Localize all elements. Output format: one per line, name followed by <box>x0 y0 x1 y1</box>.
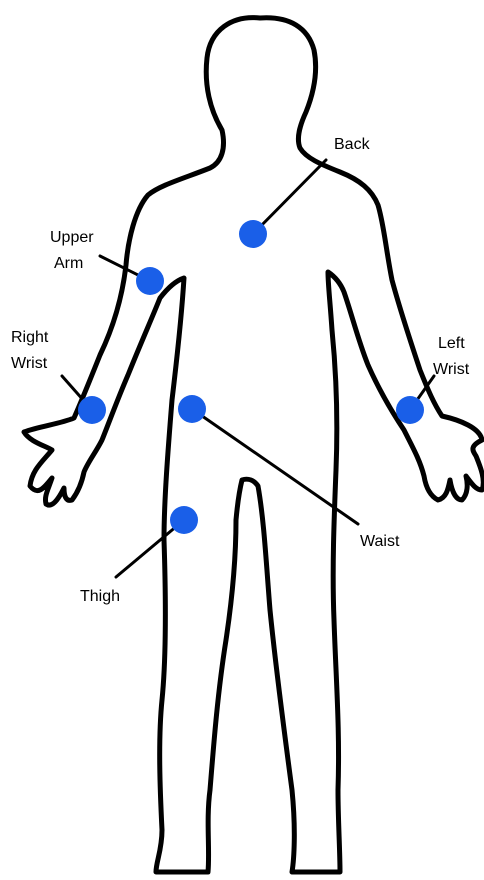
upper-arm-sensor-marker <box>136 267 164 295</box>
upper-arm-label-line2: Arm <box>54 255 83 272</box>
back-label: Back <box>334 136 371 153</box>
left-wrist-sensor-marker <box>396 396 424 424</box>
thigh-sensor-marker <box>170 506 198 534</box>
left-wrist-label-line1: Left <box>438 335 465 352</box>
right-wrist-label-line1: Right <box>11 329 49 346</box>
upper-arm-label-line1: Upper <box>50 229 94 246</box>
back-sensor-marker <box>239 220 267 248</box>
waist-leader-line <box>192 409 358 524</box>
waist-sensor-marker <box>178 395 206 423</box>
body-outline <box>24 18 483 872</box>
right-wrist-sensor-marker <box>78 396 106 424</box>
back-leader-line <box>253 160 326 234</box>
waist-label: Waist <box>360 533 400 550</box>
left-wrist-label-line2: Wrist <box>433 361 470 378</box>
thigh-label: Thigh <box>80 588 120 605</box>
right-wrist-label-line2: Wrist <box>11 355 48 372</box>
